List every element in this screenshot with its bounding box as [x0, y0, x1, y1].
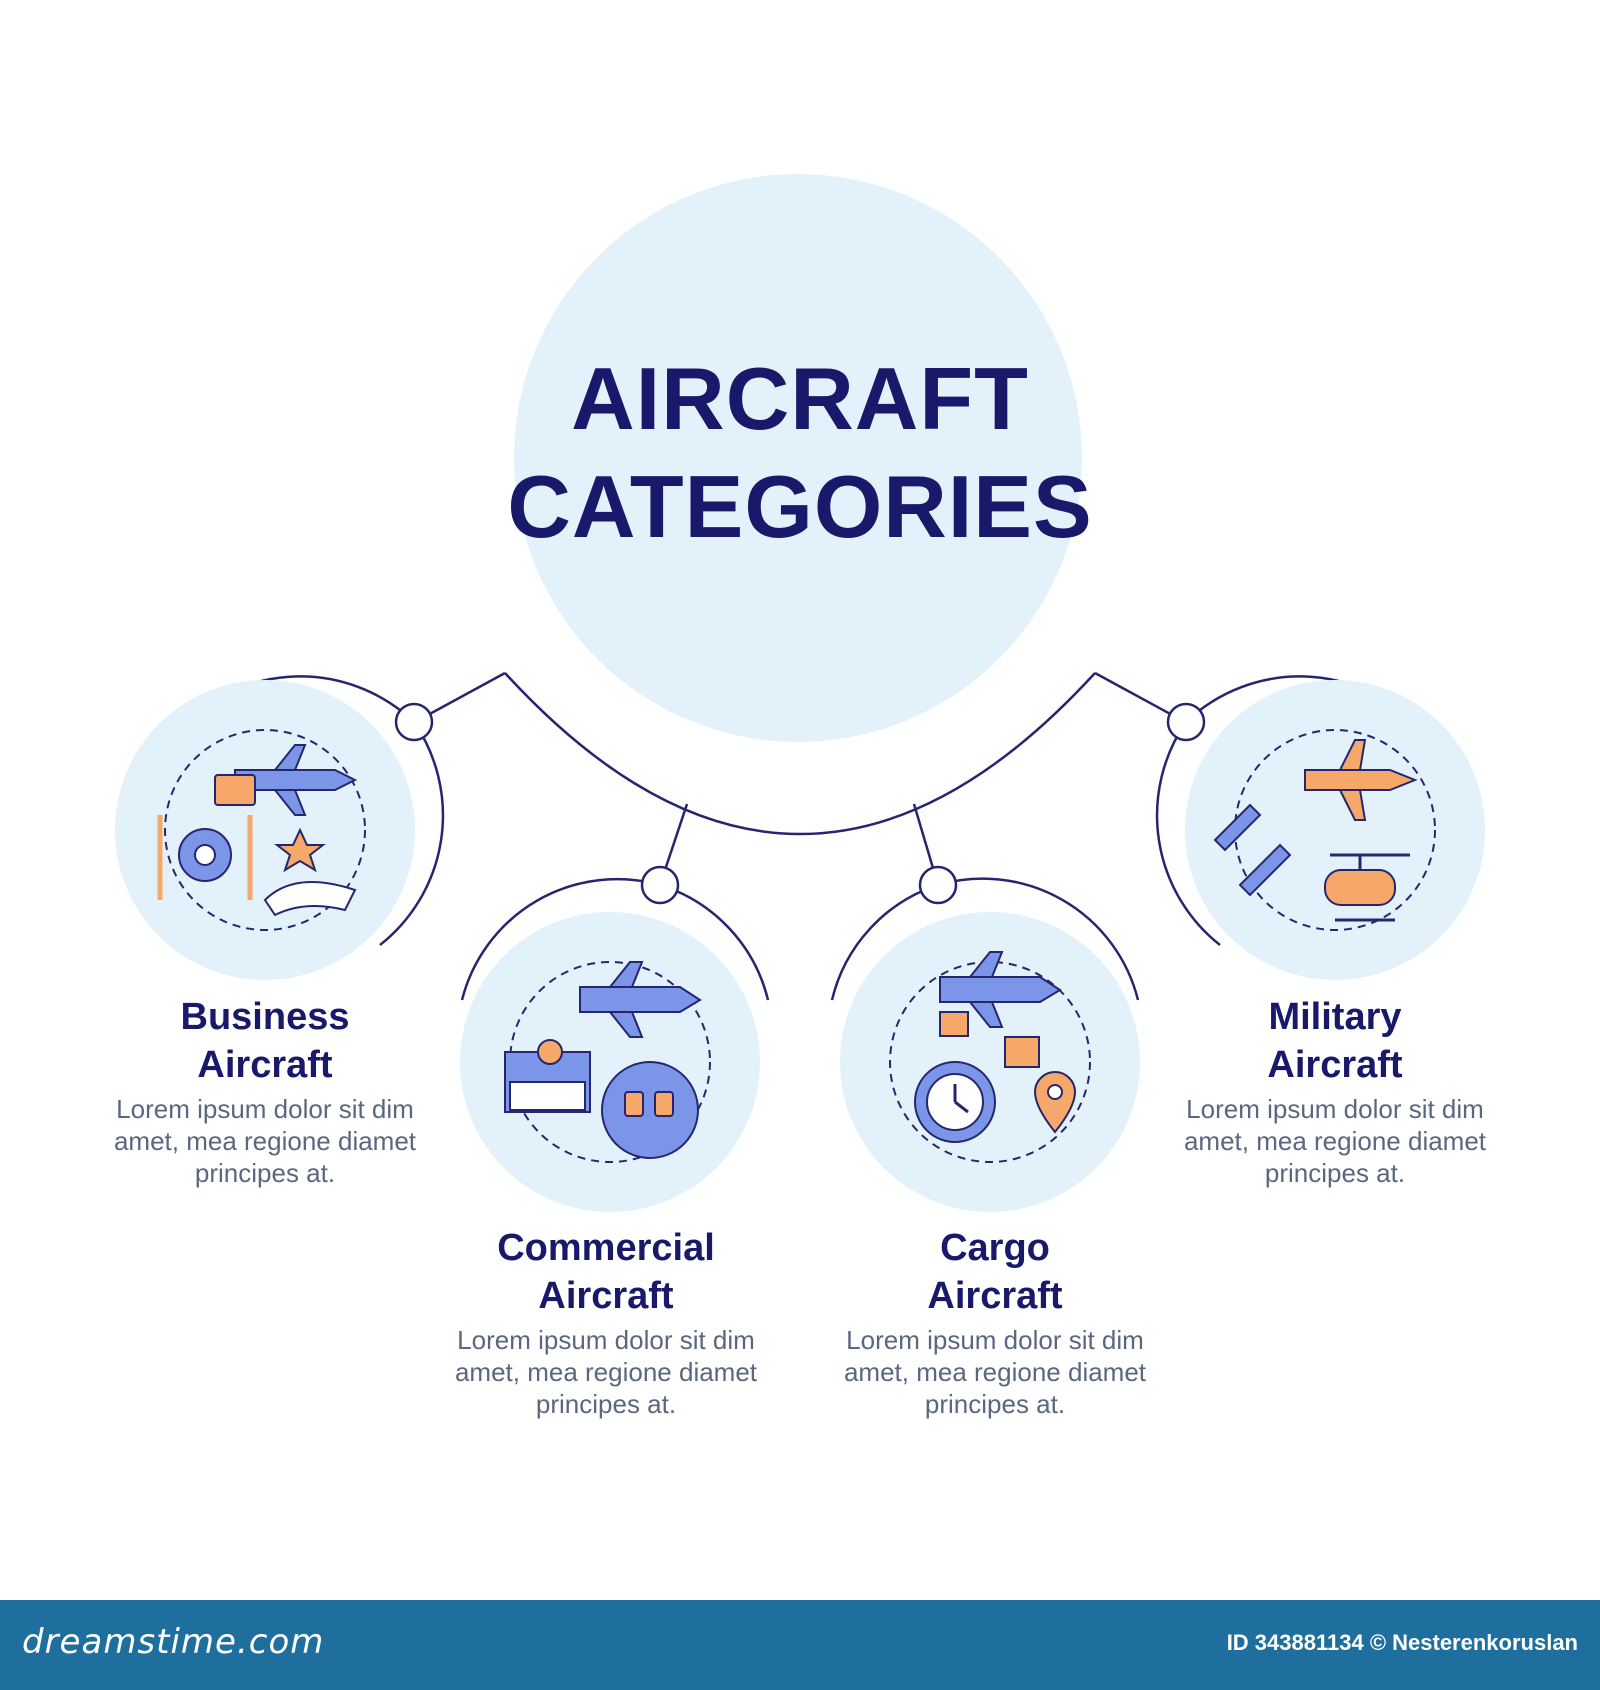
node-cargo [918, 865, 958, 905]
category-description-line-3: principes at. [194, 1158, 336, 1188]
business-aircraft-icon [115, 680, 415, 980]
category-name-line-2: Aircraft [197, 1044, 333, 1086]
title-line-2: CATEGORIES [507, 457, 1093, 556]
category-description-line-1: Lorem ipsum dolor sit dim [457, 1325, 755, 1355]
category-name: Business Aircraft [65, 993, 465, 1089]
category-description-line-3: principes at. [535, 1389, 677, 1419]
commercial-aircraft-icon [460, 912, 760, 1212]
category-business: Business Aircraft Lorem ipsum dolor sit … [65, 993, 465, 1189]
diagram-title: AIRCRAFT CATEGORIES [400, 345, 1200, 561]
title-line-1: AIRCRAFT [571, 349, 1029, 448]
node-military [1166, 702, 1206, 742]
footer-credit: ID 343881134 © Nesterenkoruslan [1226, 1630, 1578, 1655]
category-description-line-3: principes at. [1264, 1158, 1406, 1188]
connector-arc [504, 672, 1096, 836]
category-description-line-2: amet, mea regione diamet [843, 1357, 1147, 1387]
cargo-aircraft-icon [840, 912, 1140, 1212]
title-circle [514, 174, 1082, 742]
footer-bar: dreamstime.com ID 343881134 © Nesterenko… [0, 1600, 1600, 1690]
category-description-line-1: Lorem ipsum dolor sit dim [116, 1094, 414, 1124]
category-military: Military Aircraft Lorem ipsum dolor sit … [1135, 993, 1535, 1189]
category-description: Lorem ipsum dolor sit dim amet, mea regi… [795, 1324, 1195, 1420]
category-name: Cargo Aircraft [795, 1224, 1195, 1320]
category-description-line-1: Lorem ipsum dolor sit dim [1186, 1094, 1484, 1124]
ring-cargo [830, 877, 1140, 1001]
category-description-line-2: amet, mea regione diamet [113, 1126, 417, 1156]
category-name-line-1: Commercial [497, 1227, 715, 1269]
category-description: Lorem ipsum dolor sit dim amet, mea regi… [65, 1093, 465, 1189]
category-description-line-2: amet, mea regione diamet [1183, 1126, 1487, 1156]
ring-commercial [460, 877, 770, 1001]
category-name: Military Aircraft [1135, 993, 1535, 1089]
footer-brand[interactable]: dreamstime.com [22, 1622, 325, 1662]
category-cargo: Cargo Aircraft Lorem ipsum dolor sit dim… [795, 1224, 1195, 1420]
category-name-line-1: Cargo [940, 1227, 1050, 1269]
category-name-line-2: Aircraft [1267, 1044, 1403, 1086]
category-description: Lorem ipsum dolor sit dim amet, mea regi… [406, 1324, 806, 1420]
category-name: Commercial Aircraft [406, 1224, 806, 1320]
category-description-line-1: Lorem ipsum dolor sit dim [846, 1325, 1144, 1355]
category-name-line-2: Aircraft [538, 1275, 674, 1317]
category-description: Lorem ipsum dolor sit dim amet, mea regi… [1135, 1093, 1535, 1189]
diagram-canvas [115, 174, 1485, 1212]
category-description-line-2: amet, mea regione diamet [454, 1357, 758, 1387]
category-name-line-1: Business [180, 996, 350, 1038]
node-commercial [640, 865, 680, 905]
category-commercial: Commercial Aircraft Lorem ipsum dolor si… [406, 1224, 806, 1420]
category-name-line-2: Aircraft [927, 1275, 1063, 1317]
node-business [394, 702, 434, 742]
military-aircraft-icon [1185, 680, 1485, 980]
category-name-line-1: Military [1268, 996, 1402, 1038]
category-description-line-3: principes at. [924, 1389, 1066, 1419]
